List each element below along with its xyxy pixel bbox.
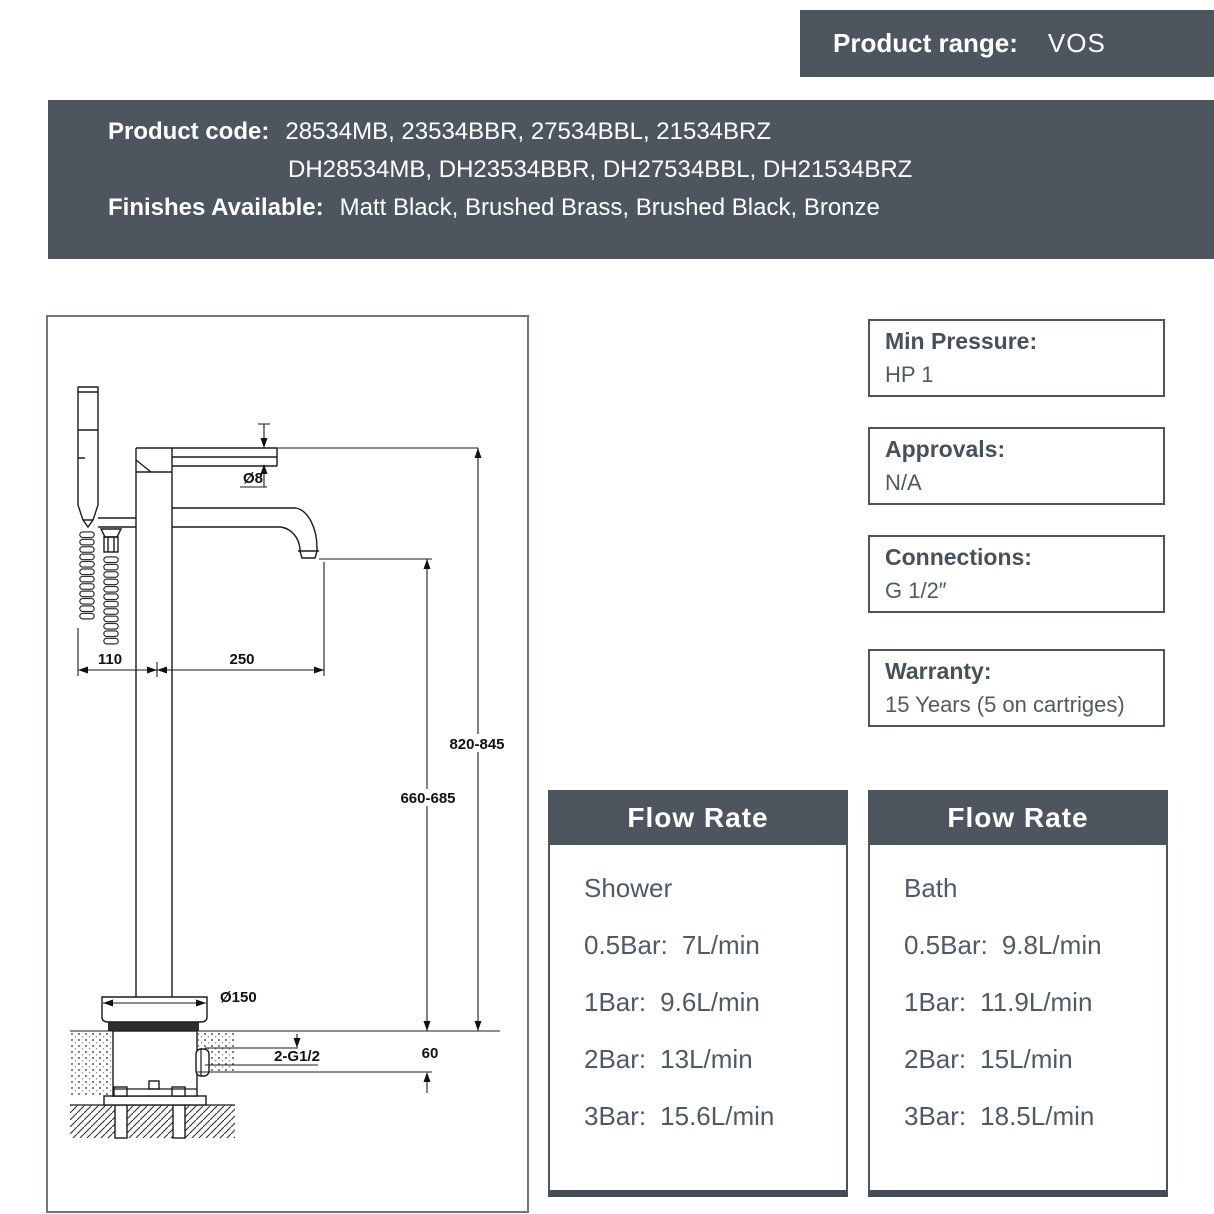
connections-label: Connections:: [885, 544, 1032, 570]
flow-row: 2Bar:13L/min: [584, 1044, 753, 1074]
tap-body-outline: [77, 386, 319, 1023]
warranty-value: 15 Years (5 on cartriges): [885, 692, 1125, 717]
flow-row: 2Bar:15L/min: [904, 1044, 1073, 1074]
flow-rate-header: Flow Rate: [550, 790, 846, 845]
connections-value: G 1/2″: [885, 578, 947, 603]
flow-row: 3Bar:15.6L/min: [584, 1101, 775, 1131]
finishes-label: Finishes Available:: [108, 194, 324, 221]
min-pressure-value: HP 1: [885, 362, 934, 387]
flow-rate-table-shower: Flow Rate Shower 0.5Bar:7L/min 1Bar:9.6L…: [548, 790, 848, 1197]
dim-label-spout-reach: 250: [229, 651, 254, 668]
product-range-banner: Product range: VOS: [800, 10, 1214, 77]
product-range-value: VOS: [1047, 28, 1106, 58]
finishes-values: Matt Black, Brushed Brass, Brushed Black…: [339, 194, 880, 221]
dim-label-base-diameter: Ø150: [220, 989, 257, 1006]
approvals-label: Approvals:: [885, 436, 1006, 462]
warranty-label: Warranty:: [885, 658, 992, 684]
product-code-values-2: DH28534MB, DH23534BBR, DH27534BBL, DH215…: [288, 156, 913, 183]
shower-hose-left: [79, 531, 95, 620]
flow-rate-body: Bath 0.5Bar:9.8L/min 1Bar:11.9L/min 2Bar…: [870, 845, 1166, 1190]
ground-hatch: [70, 1105, 235, 1138]
dim-label-overall-height: 820-845: [449, 736, 504, 753]
product-code-label: Product code:: [108, 118, 270, 145]
spec-box-approvals: Approvals: N/A: [868, 427, 1165, 505]
approvals-value: N/A: [885, 470, 922, 495]
dim-label-handle-diameter: Ø8: [243, 470, 263, 487]
flow-row: 0.5Bar:7L/min: [584, 930, 760, 960]
product-code-panel: Product code: 28534MB, 23534BBR, 27534BBL…: [48, 100, 1214, 259]
base-gasket: [108, 1022, 199, 1031]
product-range-label: Product range:: [833, 28, 1018, 58]
flow-subtitle-bath: Bath: [904, 873, 958, 903]
dimension-arrows: [78, 438, 482, 1082]
product-code-values: 28534MB, 23534BBR, 27534BBL, 21534BRZ: [285, 118, 772, 145]
dim-label-hand-shower-offset: 110: [98, 651, 122, 668]
flow-rate-body: Shower 0.5Bar:7L/min 1Bar:9.6L/min 2Bar:…: [550, 845, 846, 1190]
dim-label-connection: 2-G1/2: [274, 1048, 320, 1065]
flow-rate-table-bath: Flow Rate Bath 0.5Bar:9.8L/min 1Bar:11.9…: [868, 790, 1168, 1197]
dim-label-floor-depth: 60: [422, 1045, 439, 1062]
spec-box-min-pressure: Min Pressure: HP 1: [868, 319, 1165, 397]
min-pressure-label: Min Pressure:: [885, 328, 1038, 354]
flow-row: 0.5Bar:9.8L/min: [904, 930, 1102, 960]
finishes-line: Finishes Available: Matt Black, Brushed B…: [108, 189, 1214, 227]
inlet-connector: [195, 1048, 210, 1077]
flow-row: 3Bar:18.5L/min: [904, 1101, 1095, 1131]
flow-row: 1Bar:11.9L/min: [904, 987, 1093, 1017]
spec-box-connections: Connections: G 1/2″: [868, 535, 1165, 613]
shower-hose-right: [103, 556, 119, 645]
dim-label-spout-height: 660-685: [400, 790, 455, 807]
spec-box-warranty: Warranty: 15 Years (5 on cartriges): [868, 649, 1165, 727]
flow-row: 1Bar:9.6L/min: [584, 987, 760, 1017]
product-code-line-2: DH28534MB, DH23534BBR, DH27534BBL, DH215…: [108, 151, 1214, 189]
under-floor-mounting-box: [103, 1030, 210, 1139]
flow-subtitle-shower: Shower: [584, 873, 673, 903]
product-code-line: Product code: 28534MB, 23534BBR, 27534BBL…: [108, 113, 1214, 151]
flow-rate-header: Flow Rate: [870, 790, 1166, 845]
